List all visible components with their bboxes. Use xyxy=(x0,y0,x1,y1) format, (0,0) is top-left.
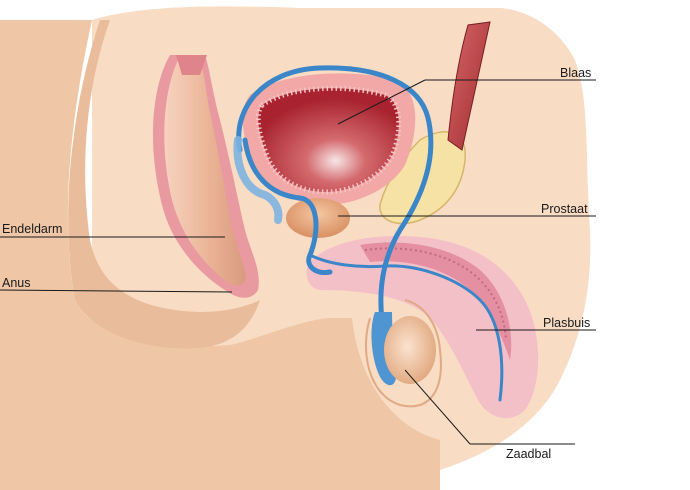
label-plasbuis: Plasbuis xyxy=(543,316,590,330)
testis xyxy=(384,316,436,384)
label-zaadbal: Zaadbal xyxy=(506,447,551,461)
label-prostaat: Prostaat xyxy=(541,202,588,216)
label-endeldarm: Endeldarm xyxy=(2,222,62,236)
label-anus: Anus xyxy=(2,276,31,290)
label-blaas: Blaas xyxy=(560,66,591,80)
